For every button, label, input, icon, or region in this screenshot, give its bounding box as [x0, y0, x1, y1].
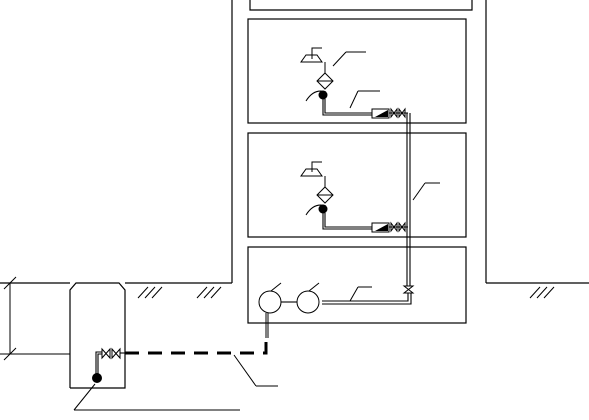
valve-middle: [389, 221, 408, 233]
riser-valve-basement: [402, 285, 415, 294]
shower-fixture-middle: [300, 161, 334, 216]
shower-fixture-upper: [300, 47, 366, 102]
water-heater-middle: [371, 222, 390, 233]
ground-line-left: [0, 282, 232, 299]
meter-icon-upper: [318, 90, 328, 100]
tank-left: [258, 290, 282, 314]
room-second-floor: [247, 132, 467, 238]
branch-pipe-middle: [322, 213, 372, 230]
service-line-underground: [125, 313, 269, 355]
pit-meter-icon: [92, 373, 102, 383]
branch-pipe-upper: [322, 90, 380, 116]
water-heater-upper: [371, 108, 390, 119]
meter-pit: [69, 282, 126, 389]
room-third-floor: [247, 18, 467, 124]
meter-icon-middle: [318, 204, 328, 214]
room-basement: [247, 246, 467, 324]
building-outline: [231, 0, 487, 283]
water-tanks: [258, 282, 372, 314]
valve-upper: [389, 107, 408, 119]
leader-lines: [73, 354, 278, 411]
riser-pipe: [406, 113, 440, 286]
basement-main-pipe: [322, 293, 412, 305]
pit-meter-assembly: [92, 347, 125, 383]
depth-dimension: [0, 276, 70, 361]
tank-right: [296, 290, 320, 314]
ground-line-right: [486, 282, 589, 299]
